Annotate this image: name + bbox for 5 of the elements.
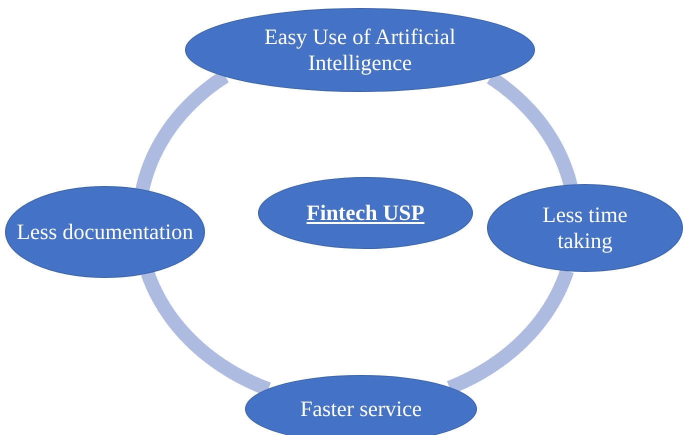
node-label: Easy Use of Artificial Intelligence — [263, 24, 457, 76]
node-label: Faster service — [300, 396, 422, 422]
node-label: Less documentation — [16, 218, 194, 246]
node-label: Less time taking — [542, 202, 628, 254]
node-label: Fintech USP — [306, 200, 424, 226]
